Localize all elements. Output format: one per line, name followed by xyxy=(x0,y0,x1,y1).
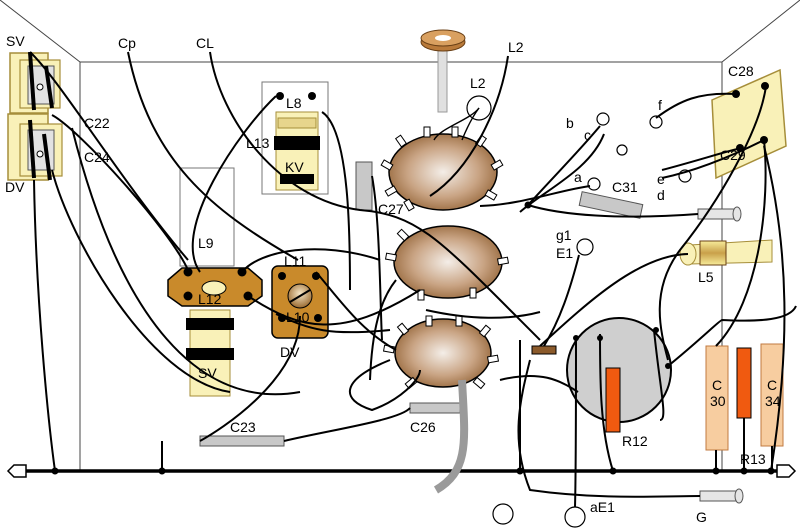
ground-bus xyxy=(6,464,797,478)
label-e: e xyxy=(657,171,665,187)
capacitor-c31 xyxy=(578,191,644,219)
label-c31: C31 xyxy=(612,179,638,195)
tube-socket-top xyxy=(380,126,504,212)
resistor-r13 xyxy=(736,347,752,419)
terminal-misc xyxy=(616,144,628,156)
bolt-g xyxy=(699,488,744,504)
label-e1: E1 xyxy=(556,245,573,261)
label-l8: L8 xyxy=(286,95,302,111)
label-c34-b: 34 xyxy=(765,393,781,409)
label-c27: C27 xyxy=(378,201,404,217)
label-sv-bottom: SV xyxy=(198,365,217,381)
label-l10: L10 xyxy=(286,309,310,325)
label-d: d xyxy=(657,187,665,203)
label-cl: CL xyxy=(196,35,214,51)
coil-kv xyxy=(261,81,329,195)
label-a: a xyxy=(574,169,582,185)
label-l9: L9 xyxy=(198,235,214,251)
label-c28: C28 xyxy=(728,63,754,79)
label-l5: L5 xyxy=(698,269,714,285)
label-r12: R12 xyxy=(622,433,648,449)
label-c29: C29 xyxy=(720,147,746,163)
coil-sv xyxy=(167,167,263,397)
label-sv-left: SV xyxy=(6,33,25,49)
ground-terminal-left xyxy=(6,464,27,478)
top-knob xyxy=(420,29,466,113)
label-g1: g1 xyxy=(556,227,572,243)
label-c24: C24 xyxy=(84,149,110,165)
label-c26: C26 xyxy=(410,419,436,435)
terminal-b xyxy=(596,112,610,126)
label-c23: C23 xyxy=(230,419,256,435)
label-l12: L12 xyxy=(198,291,222,307)
label-r13: R13 xyxy=(740,451,766,467)
label-c: c xyxy=(584,127,591,143)
coil-dv xyxy=(271,265,329,339)
terminal-ae1 xyxy=(564,506,586,528)
label-g: G xyxy=(696,509,707,525)
label-cp: Cp xyxy=(118,35,136,51)
small-resistor xyxy=(531,345,557,355)
label-l2-mid: L2 xyxy=(470,75,486,91)
label-c30-a: C xyxy=(712,377,722,393)
capacitor-c26 xyxy=(409,402,461,414)
terminal-e1 xyxy=(576,238,594,256)
inductor-l5 xyxy=(679,239,773,266)
label-c34-a: C xyxy=(767,377,777,393)
terminal-bottom-left xyxy=(492,503,514,525)
resistor-r12 xyxy=(605,367,621,433)
label-l11: L11 xyxy=(284,253,307,269)
shielded-cable xyxy=(433,379,469,494)
terminal-a xyxy=(587,177,601,191)
label-l13: L13 xyxy=(246,135,270,151)
switch-dv xyxy=(7,113,63,181)
ground-terminal-right xyxy=(776,464,797,478)
label-c30-b: 30 xyxy=(710,393,726,409)
labels: SV DV Cp CL L2 L2 C22 C24 L8 L13 KV C27 … xyxy=(5,33,781,525)
switch-sv xyxy=(9,51,61,114)
label-ae1: aE1 xyxy=(590,499,615,515)
junction-dots xyxy=(51,92,775,475)
terminal-f xyxy=(649,115,663,129)
label-f: f xyxy=(658,97,662,113)
label-l2-top: L2 xyxy=(508,39,524,55)
label-c22: C22 xyxy=(84,115,110,131)
label-b: b xyxy=(566,115,574,131)
capacitor-c23 xyxy=(199,435,285,447)
bolt-upper xyxy=(697,206,742,222)
label-dv-left: DV xyxy=(5,179,25,195)
label-dv-bottom: DV xyxy=(280,344,300,360)
tube-socket-middle xyxy=(384,225,510,301)
label-kv: KV xyxy=(285,159,304,175)
capacitor-c27 xyxy=(355,161,373,211)
tube-socket-bottom xyxy=(382,315,500,390)
